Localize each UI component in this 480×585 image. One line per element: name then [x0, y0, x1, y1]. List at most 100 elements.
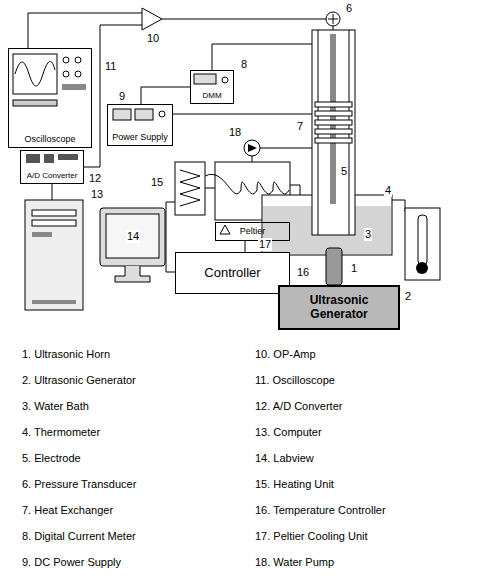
tower-base — [32, 300, 76, 304]
op-amp-symbol — [142, 8, 162, 30]
callout-number: 4 — [384, 184, 392, 197]
node-text: Controller — [204, 266, 260, 281]
key-entry: 12. A/D Converter — [255, 400, 342, 413]
drive-bay — [32, 220, 76, 226]
knob — [75, 71, 81, 77]
key-entry: 8. Digital Current Meter — [22, 530, 136, 543]
callout-number: 11 — [104, 60, 117, 73]
exchanger-coil — [315, 120, 352, 125]
scope-screen — [13, 54, 57, 94]
reaction-column — [312, 30, 355, 235]
power-supply-figure — [113, 109, 165, 120]
exchanger-coil — [315, 102, 352, 107]
ultrasonic-horn — [326, 248, 342, 285]
cooling-coil — [205, 174, 289, 194]
callout-number: 14 — [126, 230, 140, 243]
key-entry: 13. Computer — [255, 426, 322, 439]
drive-bay — [32, 210, 76, 216]
callout-number: 6 — [345, 2, 353, 15]
oscilloscope-box: Oscilloscope — [8, 48, 92, 148]
exchanger-coil — [315, 129, 352, 134]
water-tube — [252, 156, 253, 162]
node-text: Ultrasonic Generator — [299, 294, 379, 322]
callout-number: 12 — [88, 172, 102, 185]
signal-wire — [28, 13, 142, 48]
button-row — [13, 100, 57, 106]
key-entry: 18. Water Pump — [255, 556, 334, 569]
chip — [26, 154, 40, 163]
node-text: DMM — [202, 91, 221, 100]
button-row — [62, 84, 86, 90]
callout-number: 7 — [296, 120, 304, 133]
computer-tower — [25, 200, 83, 310]
dmm-figure — [194, 74, 228, 84]
oscilloscope-figure — [13, 54, 86, 106]
waveform — [15, 61, 55, 86]
display — [194, 74, 216, 84]
controller-box: Controller — [175, 252, 290, 294]
connector-line — [245, 241, 246, 252]
key-entry: 9. DC Power Supply — [22, 556, 121, 569]
power-wire — [172, 114, 312, 115]
water-tube — [260, 148, 312, 149]
heating-unit — [175, 162, 205, 215]
meter — [113, 109, 131, 120]
key-entry: 7. Heat Exchanger — [22, 504, 113, 517]
callout-number: 15 — [150, 176, 164, 189]
wires — [28, 13, 405, 272]
callout-number: 2 — [404, 290, 412, 303]
node-text: Power Supply — [112, 132, 168, 142]
callout-number: 16 — [296, 266, 310, 279]
reactor-figure — [262, 12, 440, 285]
knob — [159, 111, 165, 117]
key-entry: 17. Peltier Cooling Unit — [255, 530, 368, 543]
peltier-mark — [220, 225, 230, 234]
chip — [44, 154, 54, 163]
key-entry: 10. OP-Amp — [255, 348, 316, 361]
meter-wire — [212, 44, 312, 70]
converter-box: A/D Converter — [20, 150, 84, 184]
node-text: Oscilloscope — [24, 134, 75, 144]
callout-number: 9 — [118, 90, 126, 103]
callout-number: 1 — [350, 262, 358, 275]
thermometer-box — [405, 208, 440, 280]
callout-number: 8 — [240, 58, 248, 71]
monitor-stand — [115, 266, 150, 282]
thermometer-bulb — [416, 262, 428, 274]
monitor-screen — [106, 214, 159, 258]
pump-mark — [248, 144, 257, 152]
pressure-transducer — [326, 12, 340, 26]
callout-number: 5 — [340, 165, 348, 178]
thermometer — [418, 215, 427, 265]
key-entry: 16. Temperature Controller — [255, 504, 386, 517]
monitor — [100, 208, 165, 266]
knob — [222, 77, 228, 83]
exchanger-coil — [315, 138, 352, 143]
drive-slot — [32, 232, 52, 237]
water-tube — [205, 188, 215, 189]
adc-board-figure — [26, 154, 78, 163]
key-entry: 5. Electrode — [22, 452, 81, 465]
callout-number: 10 — [146, 32, 160, 45]
key-entry: 11. Oscilloscope — [255, 374, 335, 387]
callout-number: 3 — [364, 228, 372, 241]
meter-box: DMM — [190, 70, 234, 104]
key-entry: 1. Ultrasonic Horn — [22, 348, 110, 361]
water-tube — [290, 185, 300, 195]
power-supply-box: Power Supply — [107, 104, 173, 146]
callout-number: 18 — [228, 126, 242, 139]
connector-line — [141, 87, 190, 104]
key-entry: 2. Ultrasonic Generator — [22, 374, 136, 387]
signal-wire — [162, 19, 326, 20]
key-entry: 6. Pressure Transducer — [22, 478, 136, 491]
peltier-bar: Peltier — [215, 222, 290, 241]
exchanger-coil — [315, 111, 352, 116]
control-wire — [166, 202, 175, 272]
key-entry: 4. Thermometer — [22, 426, 100, 439]
key-entry: 15. Heating Unit — [255, 478, 334, 491]
meter — [135, 109, 153, 120]
callout-number: 17 — [258, 238, 272, 251]
data-cable — [52, 184, 53, 200]
computer-figure — [25, 200, 165, 310]
